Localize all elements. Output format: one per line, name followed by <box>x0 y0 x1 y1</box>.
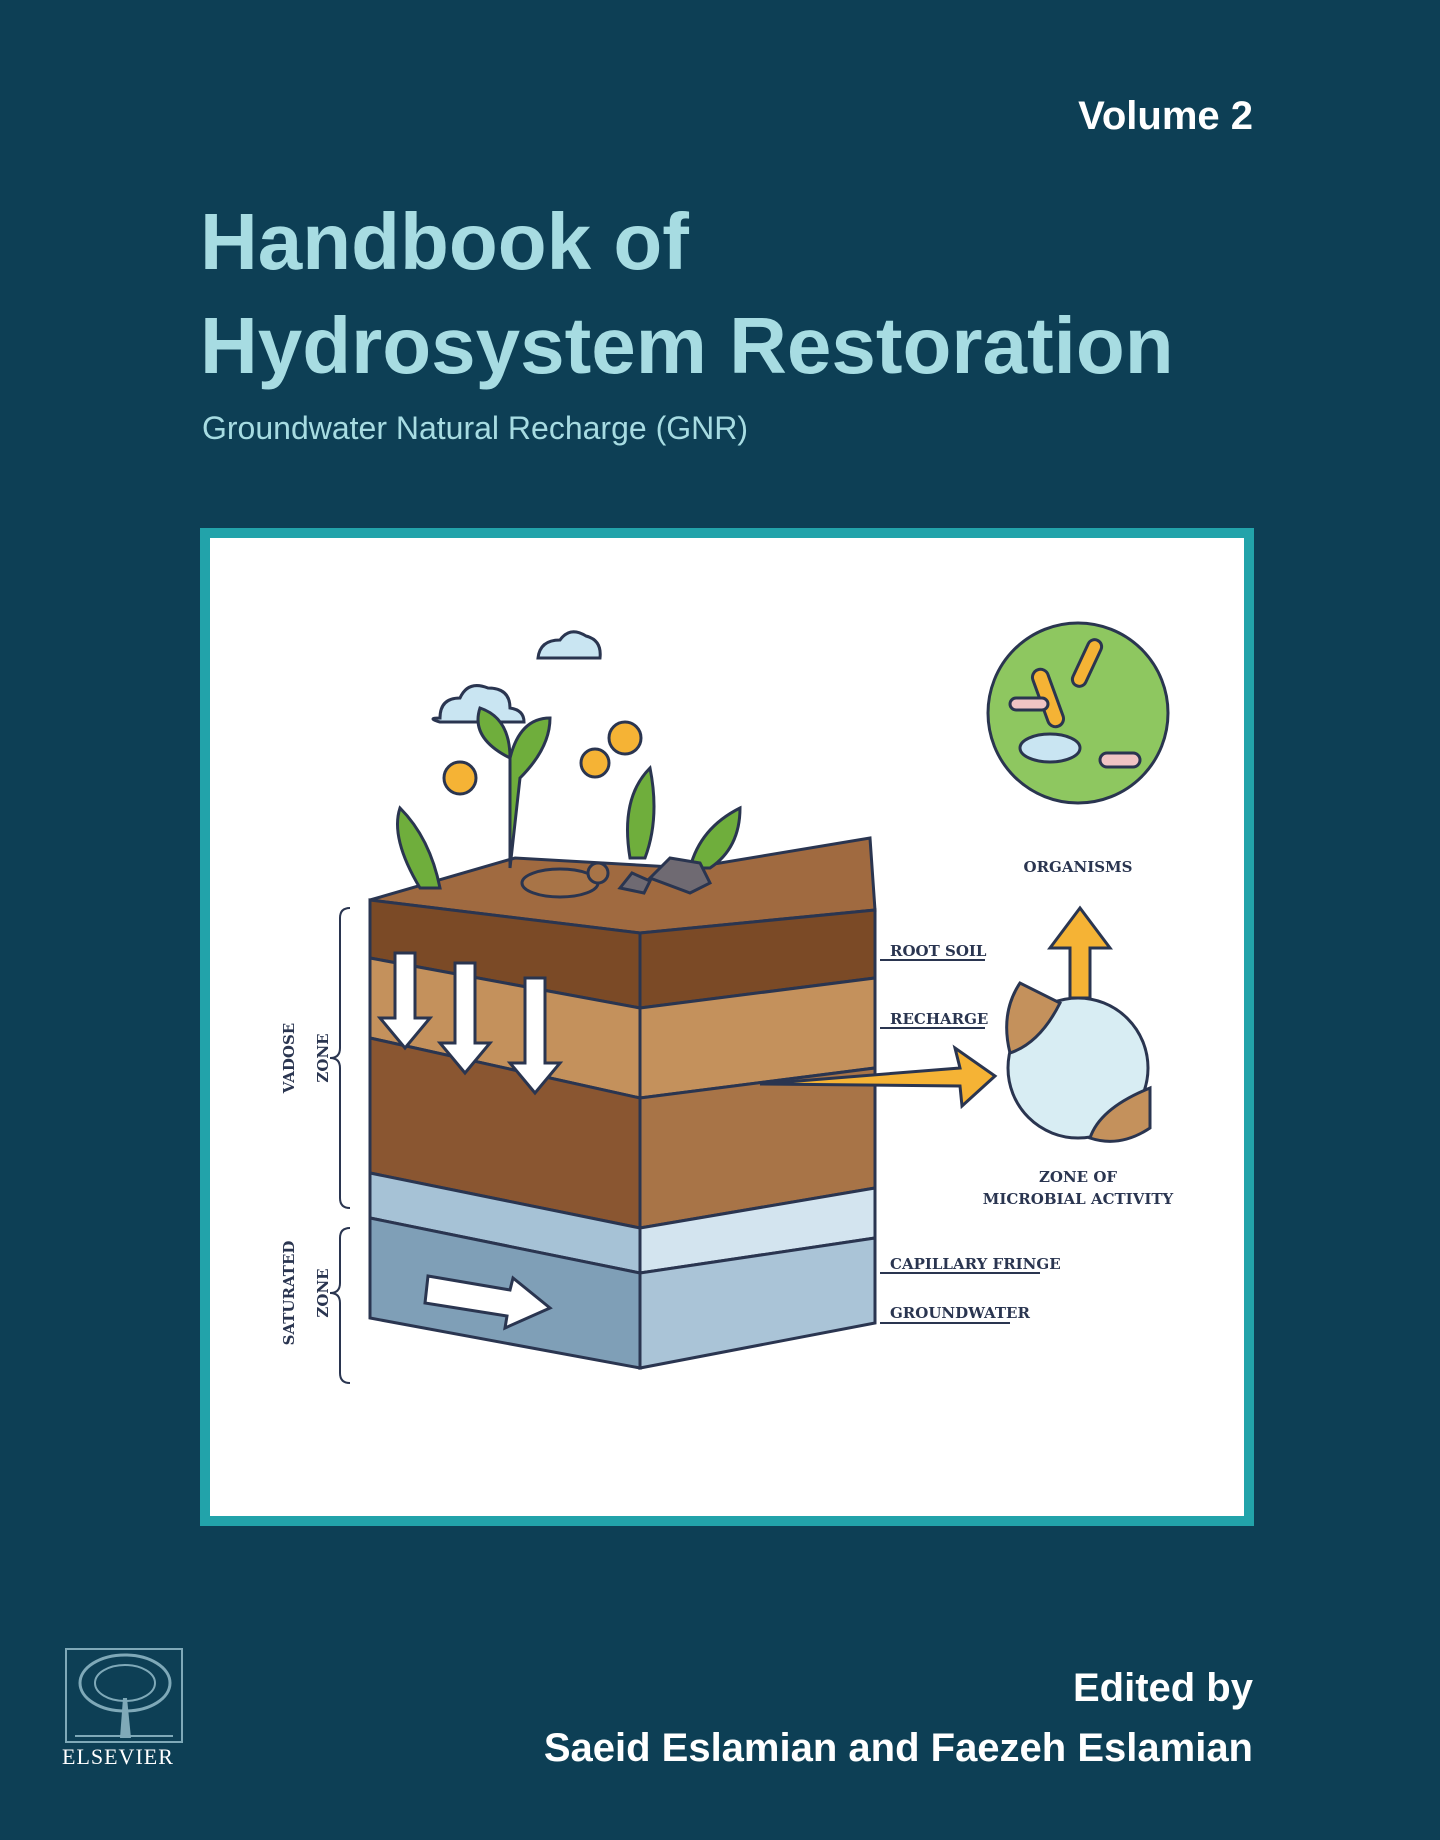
editor-names: Saeid Eslamian and Faezeh Eslamian <box>543 1726 1253 1770</box>
organisms-circle <box>986 621 1170 805</box>
edited-by-label: Edited by <box>1072 1666 1253 1710</box>
title-line-2: Hydrosystem Restoration <box>200 301 1174 390</box>
microbial-arrow <box>759 1044 998 1110</box>
soil-illustration: ROOT SOIL RECHARGE CAPILLARY FRINGE GROU… <box>210 538 1244 1516</box>
plant-icon <box>396 706 742 890</box>
rocks-icon <box>617 856 713 895</box>
organisms-arrow <box>1047 905 1113 1000</box>
label-vadose: VADOSE <box>280 1023 298 1094</box>
title-line-1: Handbook of <box>200 197 689 286</box>
label-saturated: SATURATED <box>280 1241 298 1346</box>
book-title: Handbook of Hydrosystem Restoration <box>200 190 1174 398</box>
cloud-icon <box>536 630 602 660</box>
label-saturated-zone: ZONE <box>314 1268 332 1317</box>
book-subtitle: Groundwater Natural Recharge (GNR) <box>202 410 748 446</box>
label-capillary-fringe: CAPILLARY FRINGE <box>890 1255 1061 1273</box>
label-recharge: RECHARGE <box>890 1010 988 1028</box>
label-zone-line1: ZONE OF <box>1039 1168 1117 1186</box>
volume-label: Volume 2 <box>1078 94 1253 138</box>
recharge-arrows <box>376 951 564 1096</box>
microbial-zone-circle <box>1005 981 1152 1143</box>
groundwater-flow-arrow <box>423 1274 553 1331</box>
label-vadose-zone: ZONE <box>314 1033 332 1082</box>
label-root-soil: ROOT SOIL <box>890 942 987 960</box>
elsevier-tree-logo <box>65 1648 183 1743</box>
label-groundwater: GROUNDWATER <box>890 1304 1030 1322</box>
illustration-frame: ROOT SOIL RECHARGE CAPILLARY FRINGE GROU… <box>200 528 1254 1526</box>
editors-block: Edited by Saeid Eslamian and Faezeh Esla… <box>544 1658 1253 1778</box>
soil-diagram: ROOT SOIL RECHARGE CAPILLARY FRINGE GROU… <box>280 621 1174 1384</box>
label-zone-line2: MICROBIAL ACTIVITY <box>983 1190 1174 1208</box>
squirrel-icon <box>520 861 610 899</box>
publisher-name: ELSEVIER <box>62 1744 174 1769</box>
flower-icon <box>442 720 643 796</box>
cloud-icon <box>431 684 526 724</box>
label-organisms: ORGANISMS <box>1024 858 1133 876</box>
zone-brackets <box>329 907 1040 1384</box>
